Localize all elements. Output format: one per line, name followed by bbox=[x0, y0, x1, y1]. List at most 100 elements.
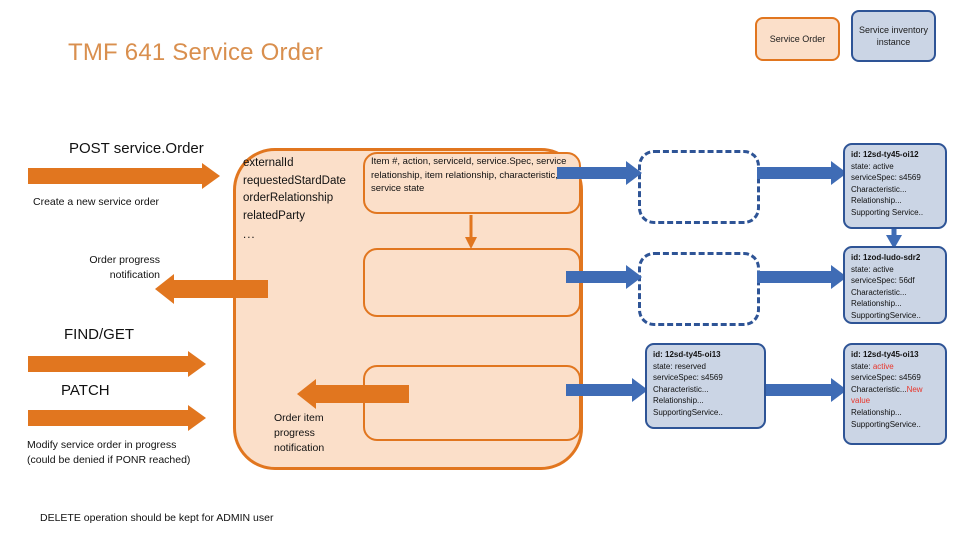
inv-relationship: Relationship... bbox=[851, 407, 902, 417]
inv-characteristic: Characteristic... bbox=[653, 384, 709, 394]
legend-service-order-label: Service Order bbox=[769, 34, 826, 44]
label-post-service-order: POST service.Order bbox=[69, 140, 204, 157]
blue-arrow-order-item-to-placeholder-1 bbox=[557, 161, 642, 185]
inv-supporting-service: Supporting Service.. bbox=[851, 207, 924, 217]
inv-id-value: 1zod-ludo-sdr2 bbox=[863, 253, 921, 262]
inv-state-row: state: active bbox=[851, 264, 940, 276]
legend-service-inventory: Service inventory instance bbox=[851, 10, 936, 62]
inventory-instance-oi13-active: id: 12sd-ty45-oi13 state: active service… bbox=[843, 343, 947, 445]
inv-characteristic: Characteristic... bbox=[851, 384, 907, 394]
legend-service-order: Service Order bbox=[755, 17, 840, 61]
blue-arrow-order-item-to-placeholder-2 bbox=[566, 265, 642, 289]
inv-id-row: id: 12sd-ty45-oi12 bbox=[851, 149, 940, 161]
arrow-shaft bbox=[28, 168, 202, 184]
arrow-shaft bbox=[28, 410, 188, 426]
inv-state-value: reserved bbox=[674, 361, 706, 371]
inv-relationship: Relationship... bbox=[851, 299, 902, 309]
arrow-shaft bbox=[757, 167, 831, 179]
blue-arrow-placeholder-1-to-instance-1 bbox=[757, 161, 847, 185]
legend-service-inventory-label: Service inventory instance bbox=[858, 25, 929, 47]
arrow-patch bbox=[28, 405, 206, 431]
inv-spec-value: 56df bbox=[899, 276, 915, 286]
arrow-shaft bbox=[316, 385, 409, 403]
inventory-instance-oi13-reserved: id: 12sd-ty45-oi13 state: reserved servi… bbox=[645, 343, 766, 429]
inv-characteristic: Characteristic... bbox=[851, 184, 907, 194]
arrow-head bbox=[626, 161, 642, 185]
inv-id-value: 12sd-ty45-oi12 bbox=[863, 150, 919, 159]
arrow-post-service-order bbox=[28, 163, 220, 189]
label-find-get: FIND/GET bbox=[64, 326, 134, 343]
arrow-order-item-progress-notification bbox=[297, 379, 409, 409]
label-patch: PATCH bbox=[61, 382, 110, 399]
inv-characteristic-row: Characteristic...New value bbox=[851, 384, 940, 407]
inv-characteristic: Characteristic... bbox=[851, 287, 907, 297]
order-item-flow-arrow-icon bbox=[465, 215, 477, 249]
inventory-instance-oi12: id: 12sd-ty45-oi12 state: active service… bbox=[843, 143, 947, 229]
inv-state-row: state: active bbox=[851, 161, 940, 173]
inv-id-value: 12sd-ty45-oi13 bbox=[665, 350, 721, 359]
arrow-head bbox=[202, 163, 220, 189]
inv-id-row: id: 12sd-ty45-oi13 bbox=[851, 349, 940, 361]
inv-state-value: active bbox=[872, 161, 894, 171]
placeholder-box-2 bbox=[638, 252, 760, 326]
inv-spec-label: serviceSpec: bbox=[851, 173, 897, 183]
inv-spec-row: serviceSpec: s4569 bbox=[851, 172, 940, 184]
inv-spec-label: serviceSpec: bbox=[851, 276, 897, 286]
label-order-item-progress-notification: Order item progress notification bbox=[274, 412, 325, 454]
inv-relationship: Relationship... bbox=[653, 396, 704, 406]
arrow-shaft bbox=[566, 271, 626, 283]
inv-state-label: state: bbox=[851, 361, 871, 371]
attribute-relatedParty: relatedParty bbox=[243, 209, 306, 222]
arrow-shaft bbox=[174, 280, 268, 298]
arrow-shaft bbox=[28, 356, 188, 372]
inv-spec-row: serviceSpec: s4569 bbox=[653, 372, 759, 384]
desc-modify-service-order: Modify service order in progress (could … bbox=[27, 439, 191, 466]
arrow-shaft bbox=[762, 384, 831, 396]
arrow-shaft bbox=[557, 167, 626, 179]
inv-id-row: id: 1zod-ludo-sdr2 bbox=[851, 252, 940, 264]
inv-relationship: Relationship... bbox=[851, 196, 902, 206]
inv-id-label: id: bbox=[851, 253, 861, 262]
order-item-box-2 bbox=[363, 248, 581, 317]
inv-spec-value: s4569 bbox=[899, 173, 921, 183]
inv-state-label: state: bbox=[851, 264, 871, 274]
inv-supporting-service: SupportingService.. bbox=[653, 407, 723, 417]
inv-id-label: id: bbox=[851, 150, 861, 159]
arrow-shaft bbox=[757, 271, 831, 283]
inv-spec-row: serviceSpec: 56df bbox=[851, 275, 940, 287]
blue-arrow-placeholder-2-to-instance-2 bbox=[757, 265, 847, 289]
arrow-head bbox=[626, 265, 642, 289]
blue-arrow-instance-3-to-instance-4 bbox=[762, 378, 847, 402]
inv-state-value: active bbox=[872, 264, 894, 274]
inv-id-label: id: bbox=[851, 350, 861, 359]
note-delete-operation: DELETE operation should be kept for ADMI… bbox=[40, 512, 274, 524]
inv-state-value: active bbox=[872, 361, 894, 371]
label-order-progress-notification: Order progress notification bbox=[89, 254, 160, 281]
arrow-head bbox=[155, 274, 174, 304]
attribute-requestedStardDate: requestedStardDate bbox=[243, 174, 346, 187]
attributes-ellipsis: ... bbox=[243, 229, 256, 241]
inv-state-label: state: bbox=[653, 361, 673, 371]
arrow-order-progress-notification bbox=[155, 274, 268, 304]
inv-supporting-service: SupportingService.. bbox=[851, 419, 921, 429]
attribute-externalId: externalId bbox=[243, 157, 294, 169]
inv-state-label: state: bbox=[851, 161, 871, 171]
arrow-head bbox=[632, 378, 648, 402]
inv-state-row: state: active bbox=[851, 361, 940, 373]
placeholder-box-1 bbox=[638, 150, 760, 224]
inv-characteristic-new-value: New value bbox=[851, 384, 923, 406]
order-item-box-1 bbox=[363, 152, 581, 214]
order-item-box-3 bbox=[363, 365, 581, 441]
inv-spec-value: s4569 bbox=[899, 373, 921, 383]
inventory-instance-sdr2: id: 1zod-ludo-sdr2 state: active service… bbox=[843, 246, 947, 324]
order-item-box-1-text: Item #, action, serviceId, service.Spec,… bbox=[371, 156, 567, 194]
inv-spec-label: serviceSpec: bbox=[653, 373, 699, 383]
inv-id-value: 12sd-ty45-oi13 bbox=[863, 350, 919, 359]
inv-state-row: state: reserved bbox=[653, 361, 759, 373]
arrow-find-get bbox=[28, 351, 206, 377]
inv-spec-label: serviceSpec: bbox=[851, 373, 897, 383]
service-order-attributes: externalId requestedStardDate orderRelat… bbox=[243, 155, 368, 245]
inv-supporting-service: SupportingService.. bbox=[851, 310, 921, 320]
arrow-head bbox=[188, 405, 206, 431]
